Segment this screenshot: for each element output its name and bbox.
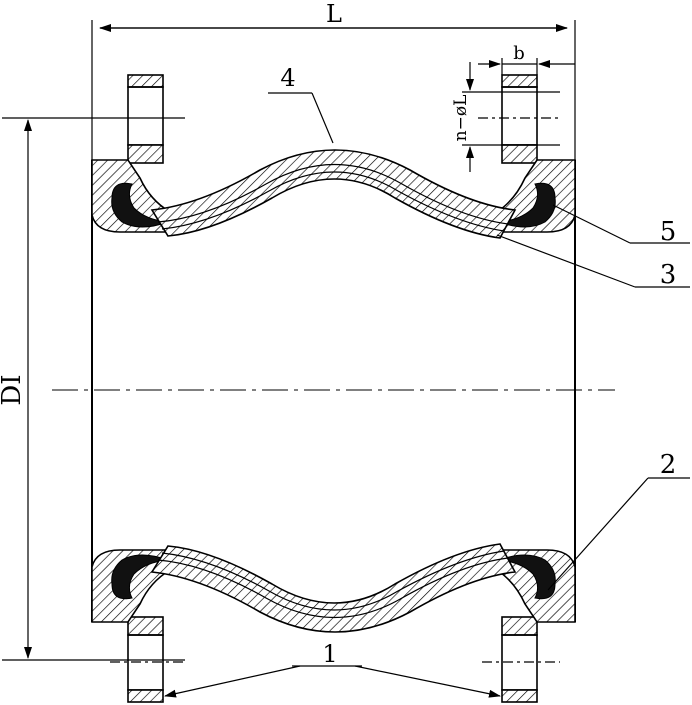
flange-top-right-upper: [501, 74, 538, 88]
flange-bottom-right-lower: [501, 689, 538, 703]
dimension-inner-diameter: DI: [0, 117, 185, 661]
bead-bottom-left: [111, 554, 169, 600]
dimension-bolt-holes: n−øL: [451, 62, 560, 172]
flange-bottom-right-upper: [501, 616, 538, 636]
svg-text:2: 2: [660, 450, 677, 480]
part-label-5: 5: [552, 204, 690, 247]
part-label-4: 4: [268, 64, 334, 144]
wave-layer-bottom-2: [161, 550, 505, 611]
wave-layer-top-1: [157, 164, 509, 225]
flange-bottom-left-lower: [127, 689, 164, 703]
flange-top-left-upper: [127, 74, 164, 88]
dimension-length: L: [91, 0, 576, 160]
flange-top-right-ring: [501, 86, 538, 146]
bead-top-left: [111, 182, 169, 228]
part-label-1: 1: [164, 640, 501, 698]
part-label-3: 3: [496, 234, 690, 290]
dimension-flange-thickness: b: [478, 43, 575, 75]
flange-top-right-lower: [501, 144, 538, 164]
part-label-2: 2: [547, 450, 690, 591]
svg-text:3: 3: [660, 260, 677, 290]
wave-body-top: [150, 149, 517, 239]
flange-bottom-left-upper: [127, 616, 164, 636]
bead-bottom-right: [498, 554, 556, 600]
label-length: L: [326, 0, 342, 28]
svg-text:5: 5: [660, 217, 677, 247]
svg-text:1: 1: [322, 640, 337, 668]
flange-top-left-lower: [127, 144, 164, 164]
top-section: [91, 74, 576, 239]
wave-layer-top-2: [161, 171, 505, 232]
label-flange-thickness: b: [513, 43, 525, 64]
wave-layer-bottom-1: [157, 557, 509, 618]
flange-top-left-ring: [127, 86, 164, 146]
body-outline: [91, 160, 576, 622]
label-bolt-holes: n−øL: [451, 95, 471, 142]
bottom-section: [91, 543, 576, 703]
wave-body-bottom: [150, 543, 517, 633]
bead-top-right: [498, 182, 556, 228]
svg-text:4: 4: [280, 64, 295, 92]
label-inner-diameter: DI: [0, 374, 27, 405]
